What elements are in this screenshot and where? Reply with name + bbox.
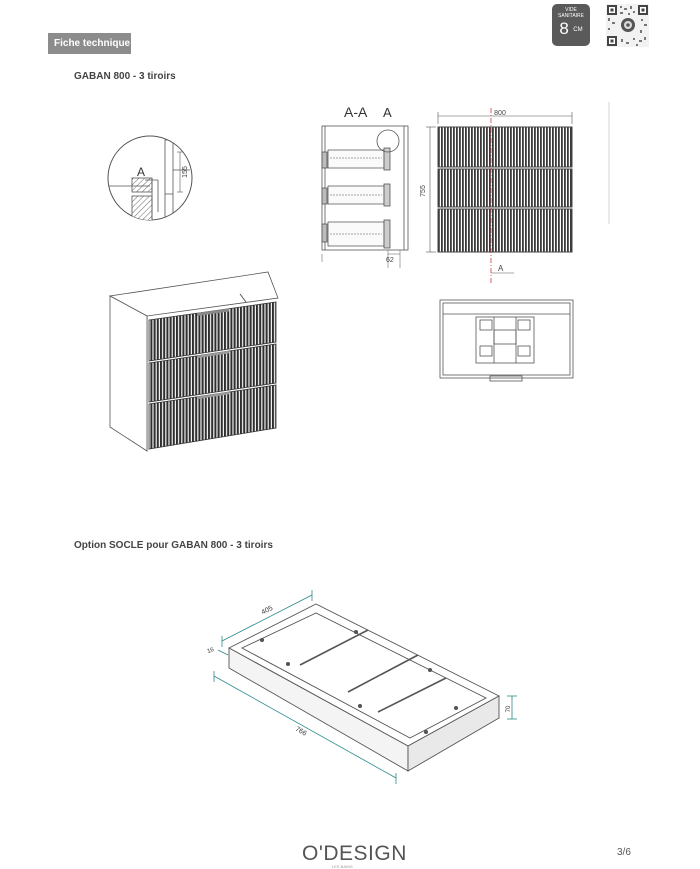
badge-unit: CM	[573, 26, 583, 33]
qr-code-icon	[606, 4, 649, 47]
front-height-dim: 755	[420, 185, 427, 197]
fiche-technique-tag: Fiche technique	[48, 33, 131, 54]
detail-label: A	[137, 165, 145, 179]
main-section-title: GABAN 800 - 3 tiroirs	[74, 71, 176, 82]
badge-value: 8	[559, 19, 569, 38]
vide-sanitaire-badge: VIDE SANITAIRE 8 CM	[552, 4, 590, 46]
socle-length-dim: 766	[294, 726, 308, 738]
section-title: A-A	[344, 104, 368, 120]
section-view-aa: A-A A 62	[321, 104, 409, 268]
odesign-logo-sub: LES BAINS	[332, 864, 353, 869]
section-detail-label: A	[383, 105, 392, 120]
front-view: 800 755 A	[420, 102, 610, 285]
socle-height-dim: 70	[506, 705, 512, 712]
top-view	[439, 299, 574, 382]
isometric-cabinet	[108, 271, 279, 452]
front-width-dim: 800	[494, 110, 506, 117]
detail-dim: 155	[182, 166, 189, 178]
odesign-logo: O'DESIGN	[302, 842, 407, 865]
socle-dimensions	[213, 590, 517, 784]
cut-marker: A	[498, 264, 504, 273]
detail-circle-a: 155 A	[107, 135, 193, 221]
socle-section-title: Option SOCLE pour GABAN 800 - 3 tiroirs	[74, 540, 273, 551]
page-number: 3/6	[617, 847, 631, 858]
socle-isometric	[228, 603, 500, 772]
socle-depth-dim: 405	[261, 605, 275, 617]
badge-line2: SANITAIRE	[557, 13, 585, 19]
socle-thickness-dim: 16	[206, 647, 215, 655]
badge-line1: VIDE	[565, 7, 577, 13]
section-dim: 62	[386, 257, 394, 264]
